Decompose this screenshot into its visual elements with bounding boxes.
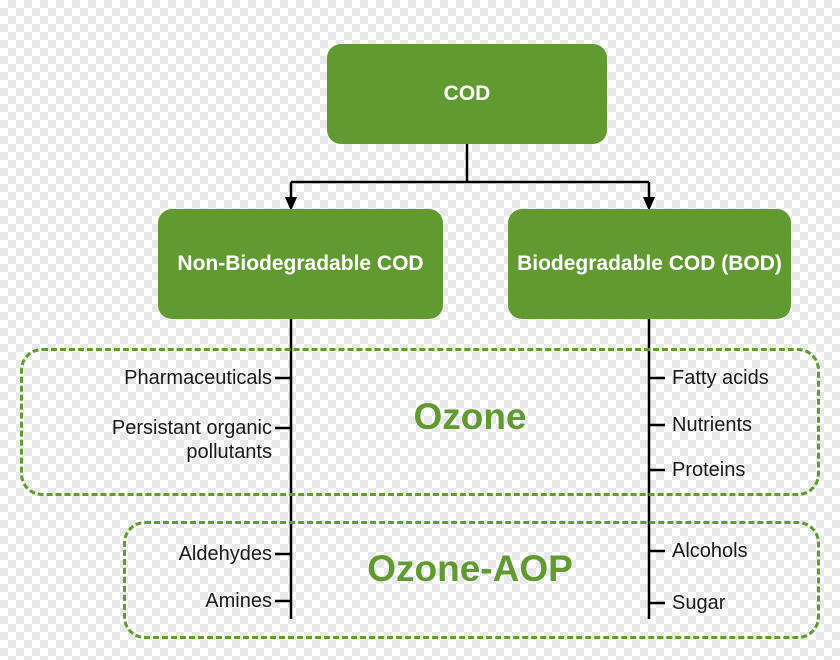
item-amines: Amines: [205, 590, 272, 612]
item-nutrients: Nutrients: [672, 414, 753, 436]
item-sugar: Sugar: [672, 592, 726, 614]
item-proteins: Proteins: [672, 459, 746, 481]
node-biodegradable-cod[interactable]: Biodegradable COD (BOD): [508, 209, 791, 319]
group-label-ozone: Ozone: [413, 396, 527, 437]
item-persistant-organic-pollutants: Persistant organic pollutants: [111, 417, 272, 464]
node-non-biodegradable-cod[interactable]: Non-Biodegradable COD: [158, 209, 443, 319]
group-box-ozone-aop: [123, 521, 820, 639]
item-aldehydes: Aldehydes: [178, 543, 272, 565]
group-label-ozone-aop: Ozone-AOP: [367, 548, 573, 589]
item-alcohols: Alcohols: [672, 540, 748, 562]
group-box-ozone: [20, 348, 820, 496]
item-pharmaceuticals: Pharmaceuticals: [124, 367, 272, 389]
item-fatty-acids: Fatty acids: [672, 367, 769, 389]
node-cod[interactable]: COD: [327, 44, 607, 144]
